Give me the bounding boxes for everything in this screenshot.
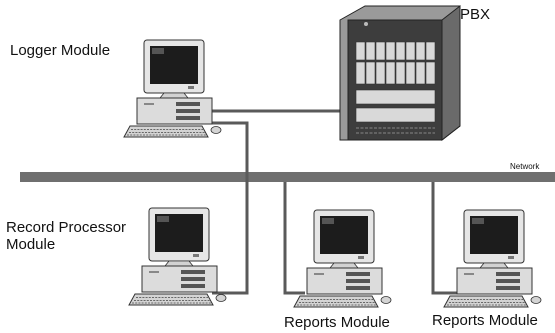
pbx-cabinet-icon (339, 4, 461, 142)
reports-2-drop (431, 182, 457, 295)
logger-computer-icon (123, 39, 222, 138)
reports-1-drop (283, 182, 305, 295)
pbx-label: PBX (460, 6, 491, 23)
record-processor-computer-icon (128, 207, 227, 306)
logger-record-link (206, 121, 249, 295)
record-processor-label-line1: Record Processor (6, 219, 127, 236)
reports-module-label-2: Reports Module (432, 312, 538, 329)
reports-2-computer-icon (443, 209, 542, 308)
reports-1-computer-icon (293, 209, 392, 308)
logger-module-label: Logger Module (10, 42, 111, 59)
network-label: Network (510, 162, 540, 171)
connection-lines (188, 109, 457, 295)
network-bar (20, 172, 555, 182)
reports-module-label-1: Reports Module (284, 314, 390, 331)
record-processor-label-line2: Module (6, 236, 56, 253)
